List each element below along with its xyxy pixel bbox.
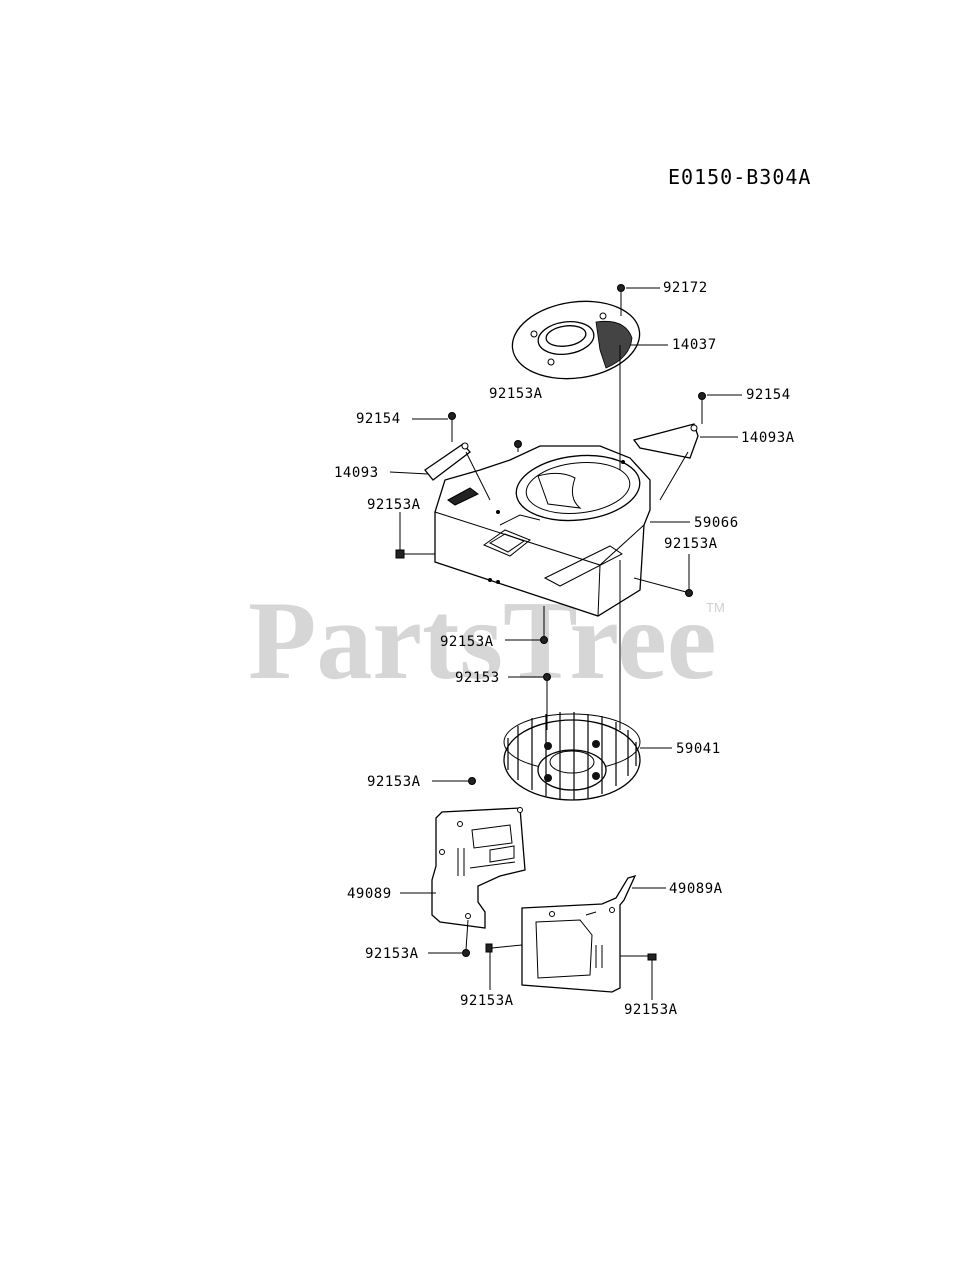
callout-14093: 14093 bbox=[334, 465, 379, 481]
diagram-code: E0150-B304A bbox=[668, 165, 811, 189]
backplate-49089 bbox=[431, 807, 526, 929]
shroud-59066 bbox=[434, 445, 651, 617]
callout-92153: 92153 bbox=[455, 670, 500, 686]
callout-92154-left: 92154 bbox=[356, 411, 401, 427]
leader-lines bbox=[389, 287, 742, 1000]
plate-14093 bbox=[424, 442, 471, 481]
callout-92153a-plate-mid: 92153A bbox=[460, 993, 514, 1009]
backplate-49089a bbox=[521, 874, 637, 993]
flywheel-59041 bbox=[503, 712, 641, 801]
callout-59041: 59041 bbox=[676, 741, 721, 757]
callout-92153a-left: 92153A bbox=[367, 497, 421, 513]
callout-92172: 92172 bbox=[663, 280, 708, 296]
callout-92153a-right: 92153A bbox=[664, 536, 718, 552]
trademark: TM bbox=[706, 600, 725, 615]
callout-92153a-bottom: 92153A bbox=[440, 634, 494, 650]
callouts: 92172 14037 92153A 92154 92154 14093A 14… bbox=[334, 280, 795, 1018]
callout-92153a-plate-right: 92153A bbox=[624, 1002, 678, 1018]
callout-92153a-flywheel: 92153A bbox=[367, 774, 421, 790]
callout-14037: 14037 bbox=[672, 337, 717, 353]
callout-49089: 49089 bbox=[347, 886, 392, 902]
screen-14037 bbox=[511, 300, 641, 380]
callout-59066: 59066 bbox=[694, 515, 739, 531]
callout-92153a-top: 92153A bbox=[489, 386, 543, 402]
callout-49089a: 49089A bbox=[669, 881, 723, 897]
callout-92154-right: 92154 bbox=[746, 387, 791, 403]
callout-92153a-plate-left: 92153A bbox=[365, 946, 419, 962]
plate-14093a bbox=[632, 423, 699, 459]
watermark: PartsTree bbox=[248, 579, 717, 703]
callout-14093a: 14093A bbox=[741, 430, 795, 446]
